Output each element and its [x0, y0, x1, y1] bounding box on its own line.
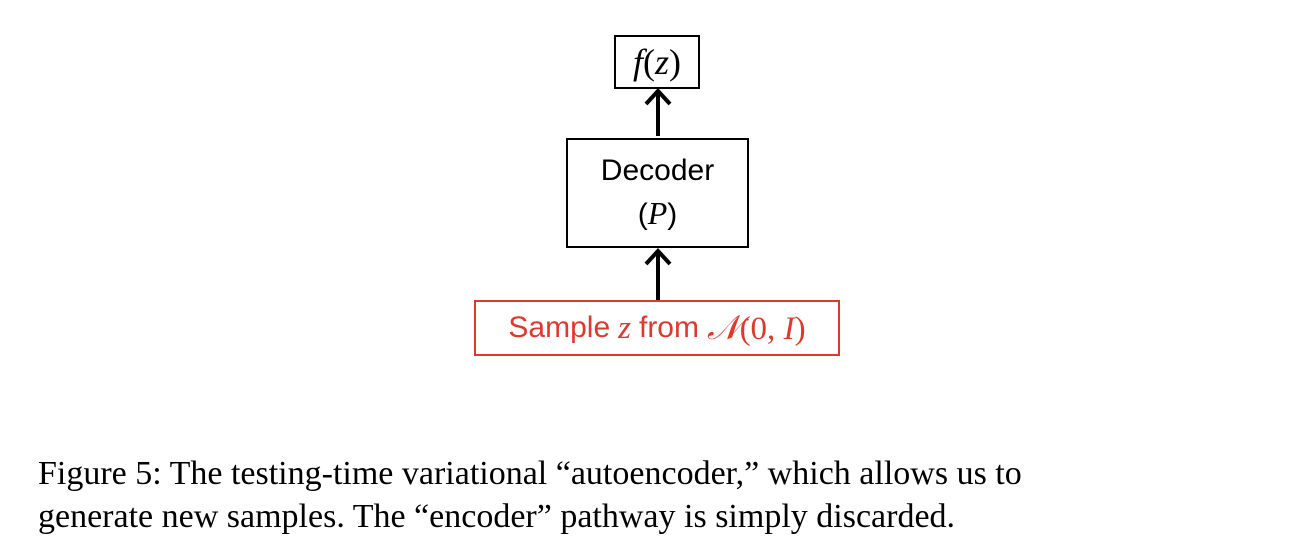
- decoder-close-paren: ): [667, 198, 678, 231]
- arrow-sample-to-decoder: [644, 248, 672, 302]
- sample-variable: z: [618, 309, 631, 346]
- output-function-symbol: f: [632, 42, 643, 82]
- arrow-decoder-to-output: [644, 88, 672, 136]
- normal-distribution-symbol: 𝒩: [706, 308, 740, 348]
- decoder-title: Decoder: [600, 154, 715, 187]
- distribution-close-paren: ): [794, 311, 806, 347]
- decoder-node: Decoder (P): [566, 138, 749, 248]
- sample-distribution: 𝒩(0, I): [707, 308, 806, 348]
- sample-prefix: Sample: [508, 311, 611, 344]
- output-node: f(z): [614, 35, 700, 89]
- decoder-symbol: P: [647, 195, 668, 231]
- caption-line-2: generate new samples. The “encoder” path…: [38, 498, 956, 535]
- output-close-paren: ): [669, 42, 682, 82]
- sample-middle: from: [638, 311, 699, 344]
- decoder-symbol-group: (P): [638, 192, 678, 236]
- sample-node: Sample z from 𝒩(0, I): [474, 300, 840, 356]
- output-open-paren: (: [643, 42, 655, 82]
- distribution-args: (0,: [739, 311, 784, 347]
- distribution-covariance: I: [783, 311, 795, 347]
- figure-caption: Figure 5: The testing-time variational “…: [38, 452, 1288, 538]
- output-argument: z: [655, 42, 670, 82]
- decoder-open-paren: (: [637, 198, 648, 231]
- caption-line-1: Figure 5: The testing-time variational “…: [38, 455, 1022, 492]
